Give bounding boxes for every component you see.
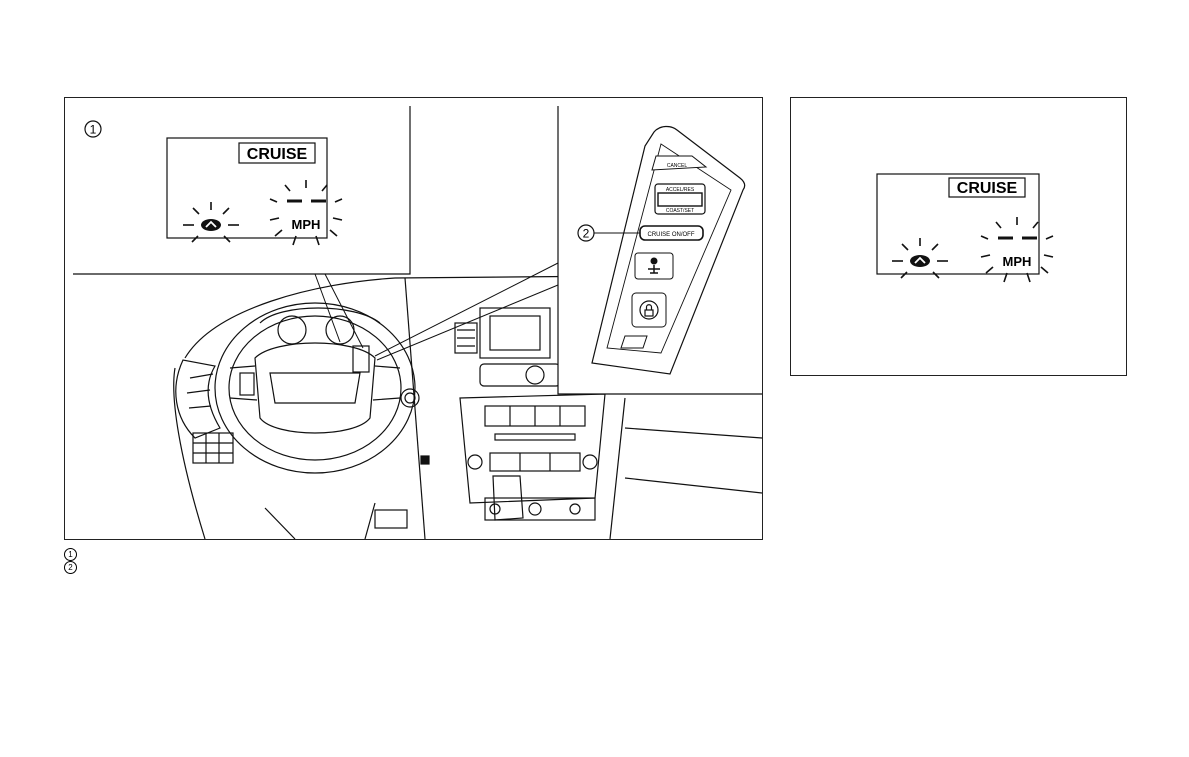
- side-cruise-indicator-label: CRUISE: [957, 180, 1018, 197]
- accel-res-label: ACCEL/RES: [666, 187, 695, 193]
- console-left-edge: [405, 278, 425, 539]
- side-speed-unit-label: MPH: [1003, 254, 1032, 269]
- callout-1-number: 1: [90, 123, 97, 137]
- steering-wheel-rim: [215, 303, 415, 473]
- lower-switch-blank: [621, 336, 647, 348]
- cruise-display-illustration: CRUISE MPH: [791, 98, 1126, 375]
- legend-item-2: 2: [64, 561, 81, 574]
- driver-assist-switch[interactable]: [635, 253, 673, 279]
- cruise-main-switch-label: CRUISE ON/OFF: [647, 232, 694, 238]
- controller-area: [480, 364, 560, 386]
- figure-legend: 1 2: [64, 548, 81, 574]
- leader-line-2b: [377, 285, 558, 360]
- switch-panel-inset: CANCEL ACCEL/RES COAST/SET CRUISE ON/OFF…: [558, 106, 762, 394]
- wheel-left-buttons: [240, 373, 254, 395]
- cruise-display-panel: CRUISE MPH: [790, 97, 1127, 376]
- console-right-edge: [610, 398, 625, 539]
- center-stack-buttons: [490, 453, 580, 471]
- dashboard-illustration-panel: 1 CRUISE MPH: [64, 97, 763, 540]
- display-inset: 1 CRUISE MPH: [73, 106, 410, 274]
- speed-unit-label: MPH: [292, 217, 321, 232]
- ignition-button: [401, 389, 419, 407]
- cruise-indicator-label: CRUISE: [247, 146, 308, 163]
- callout-2-number: 2: [583, 227, 590, 241]
- cancel-switch-label: CANCEL: [667, 163, 688, 169]
- legend-number-1: 1: [64, 548, 77, 561]
- legend-number-2: 2: [64, 561, 77, 574]
- lock-switch[interactable]: [632, 293, 666, 327]
- legend-item-1: 1: [64, 548, 81, 561]
- cruise-main-switch[interactable]: CRUISE ON/OFF: [640, 226, 703, 240]
- dashboard-illustration: 1 CRUISE MPH: [65, 98, 762, 539]
- center-stack: [460, 394, 605, 503]
- coast-set-label: COAST/SET: [666, 208, 694, 214]
- left-vent: [176, 360, 220, 438]
- floor-lines: [265, 503, 375, 539]
- pedal: [375, 510, 407, 528]
- accel-coast-switch[interactable]: ACCEL/RES COAST/SET: [655, 184, 705, 214]
- left-switch-block: [193, 433, 233, 463]
- gauge-cluster: [260, 308, 380, 323]
